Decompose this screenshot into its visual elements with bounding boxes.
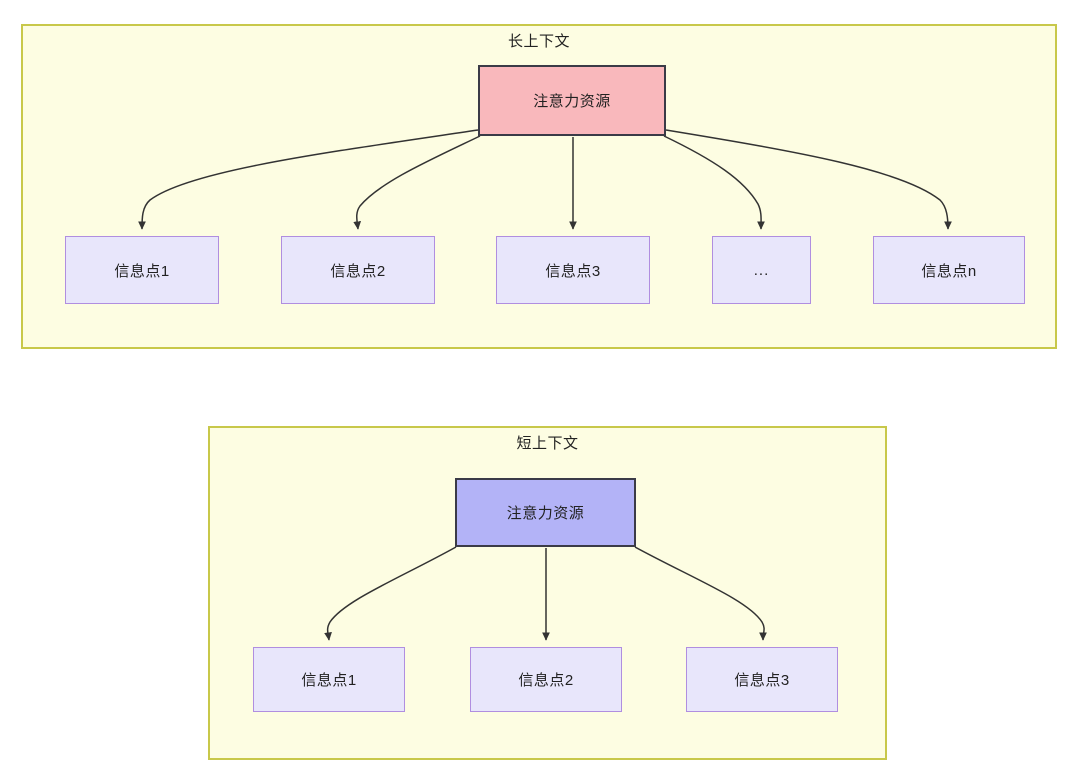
edge-attention-to-info-s1: [324, 546, 457, 641]
node-short-info-point-3[interactable]: 信息点3: [686, 647, 838, 712]
edges-short-context: [324, 546, 767, 641]
node-info-point-ellipsis[interactable]: ...: [712, 236, 811, 304]
edge-attention-to-info-2: [353, 135, 481, 230]
edges-long-context: [138, 129, 952, 230]
node-attention-long[interactable]: 注意力资源: [478, 65, 666, 136]
node-attention-short[interactable]: 注意力资源: [455, 478, 636, 547]
edge-attention-to-info-s3: [634, 546, 767, 641]
edge-attention-to-info-n: [665, 129, 952, 230]
edge-attention-to-info-1: [138, 129, 479, 230]
edge-attention-to-info-ellipsis: [663, 135, 765, 230]
group-title-long-context: 长上下文: [507, 33, 570, 50]
node-info-point-1[interactable]: 信息点1: [65, 236, 219, 304]
node-info-point-3[interactable]: 信息点3: [496, 236, 650, 304]
node-info-point-2[interactable]: 信息点2: [281, 236, 435, 304]
node-short-info-point-1[interactable]: 信息点1: [253, 647, 405, 712]
node-short-info-point-2[interactable]: 信息点2: [470, 647, 622, 712]
group-title-short-context: 短上下文: [516, 435, 579, 452]
node-info-point-n[interactable]: 信息点n: [873, 236, 1025, 304]
